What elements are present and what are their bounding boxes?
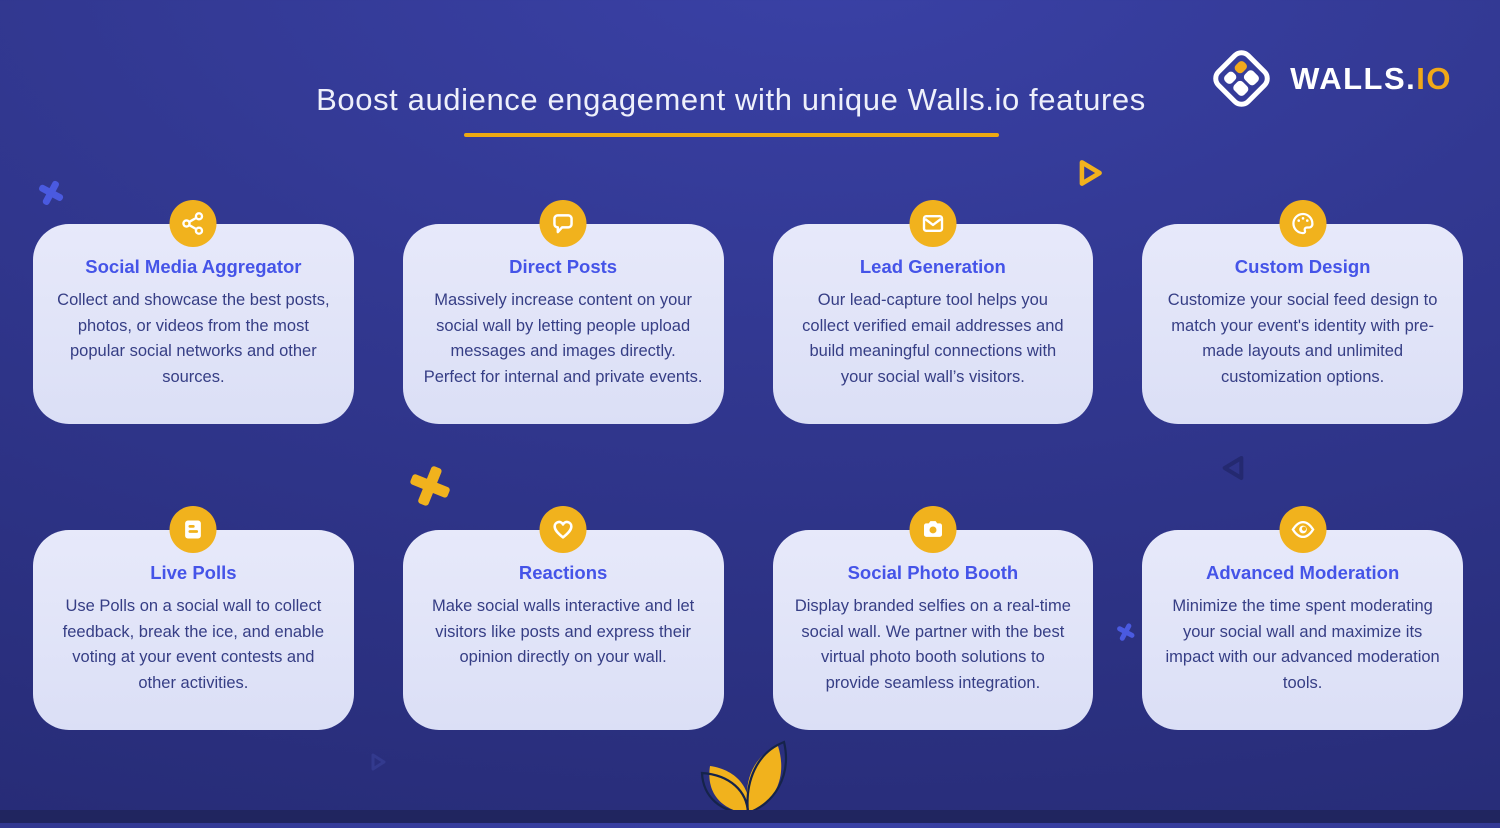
- card-description: Display branded selfies on a real-time s…: [794, 597, 1071, 692]
- triangle-faint-icon: [371, 753, 386, 771]
- triangle-right-icon: [1079, 160, 1102, 186]
- plus-decoration-icon: [33, 175, 68, 210]
- feature-cards-row-2: Live Polls Use Polls on a social wall to…: [33, 506, 1463, 730]
- card-advanced-moderation: Advanced Moderation Minimize the time sp…: [1142, 506, 1463, 730]
- page-header: Boost audience engagement with unique Wa…: [0, 82, 1500, 137]
- card-description: Collect and showcase the best posts, pho…: [57, 291, 330, 386]
- card-social-media-aggregator: Social Media Aggregator Collect and show…: [33, 200, 354, 424]
- page-title: Boost audience engagement with unique Wa…: [316, 82, 1146, 117]
- poll-icon: [169, 506, 217, 553]
- envelope-icon: [909, 200, 957, 247]
- card-direct-posts: Direct Posts Massively increase content …: [402, 200, 724, 424]
- card-title: Reactions: [518, 562, 608, 583]
- logo-text-yellow: IO: [1416, 60, 1452, 96]
- card-title: Live Polls: [150, 562, 237, 583]
- camera-icon: [909, 506, 957, 553]
- card-description: Massively increase content on your socia…: [423, 291, 703, 386]
- card-live-polls: Live Polls Use Polls on a social wall to…: [33, 506, 354, 730]
- walls-io-logo: WALLS.IO: [1208, 45, 1452, 112]
- card-title: Advanced Moderation: [1206, 562, 1400, 583]
- card-social-photo-booth: Social Photo Booth Display branded selfi…: [772, 506, 1094, 730]
- logo-wordmark: WALLS.IO: [1290, 61, 1452, 97]
- plus-decoration-icon: [404, 460, 456, 512]
- title-underline: [463, 133, 999, 137]
- card-description: Make social walls interactive and let vi…: [431, 597, 695, 667]
- walls-io-logo-icon: [1208, 45, 1275, 112]
- card-description: Minimize the time spent moderating your …: [1165, 597, 1440, 692]
- card-title: Direct Posts: [509, 256, 618, 277]
- eye-icon: [1279, 506, 1327, 553]
- card-description: Use Polls on a social wall to collect fe…: [62, 597, 325, 692]
- card-title: Social Media Aggregator: [85, 256, 302, 277]
- footer-bar: [0, 810, 1500, 823]
- card-lead-generation: Lead Generation Our lead-capture tool he…: [772, 200, 1094, 424]
- card-title: Social Photo Booth: [847, 562, 1019, 583]
- triangle-left-icon: [1222, 456, 1244, 480]
- card-title: Lead Generation: [859, 256, 1006, 277]
- feature-cards-row-1: Social Media Aggregator Collect and show…: [33, 200, 1463, 424]
- speech-bubble-icon: [539, 200, 587, 247]
- card-description: Customize your social feed design to mat…: [1167, 291, 1438, 386]
- palette-icon: [1279, 200, 1327, 247]
- card-description: Our lead-capture tool helps you collect …: [802, 291, 1064, 386]
- card-reactions: Reactions Make social walls interactive …: [402, 506, 724, 730]
- card-title: Custom Design: [1234, 256, 1371, 277]
- heart-icon: [539, 506, 587, 553]
- logo-text-white: WALLS.: [1290, 60, 1417, 96]
- share-icon: [169, 200, 217, 247]
- card-custom-design: Custom Design Customize your social feed…: [1142, 200, 1463, 424]
